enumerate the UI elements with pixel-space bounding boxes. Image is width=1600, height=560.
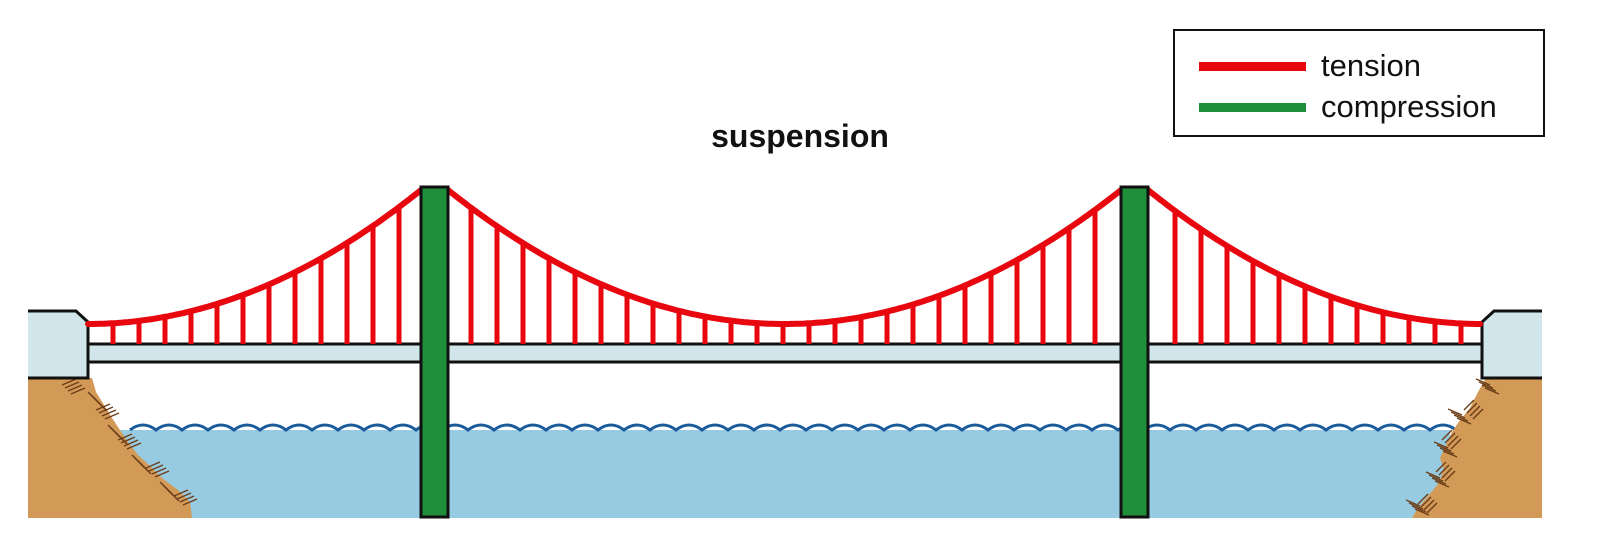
water <box>120 430 1450 518</box>
legend-item-compression: compression <box>1199 89 1497 125</box>
left-bank-hatching <box>61 378 198 506</box>
tension-swatch-icon <box>1199 61 1306 71</box>
compression-swatch-icon <box>1199 102 1306 112</box>
right-bank-hatching <box>1405 378 1500 516</box>
legend-label-compression: compression <box>1321 89 1497 124</box>
legend-item-tension: tension <box>1199 48 1421 84</box>
bridge-deck <box>86 342 1484 364</box>
right-tower <box>1119 185 1150 519</box>
left-bank <box>28 378 192 518</box>
right-anchorage <box>1480 309 1542 380</box>
left-tower <box>419 185 450 519</box>
legend: tension compression <box>1173 29 1545 137</box>
water-surface-waves <box>129 423 1457 432</box>
suspender-cables <box>110 207 1464 344</box>
title-text: suspension <box>711 118 889 154</box>
left-anchorage <box>28 309 90 380</box>
main-cable <box>85 187 1483 327</box>
legend-label-tension: tension <box>1321 48 1421 83</box>
diagram-title: suspension <box>0 118 1600 155</box>
